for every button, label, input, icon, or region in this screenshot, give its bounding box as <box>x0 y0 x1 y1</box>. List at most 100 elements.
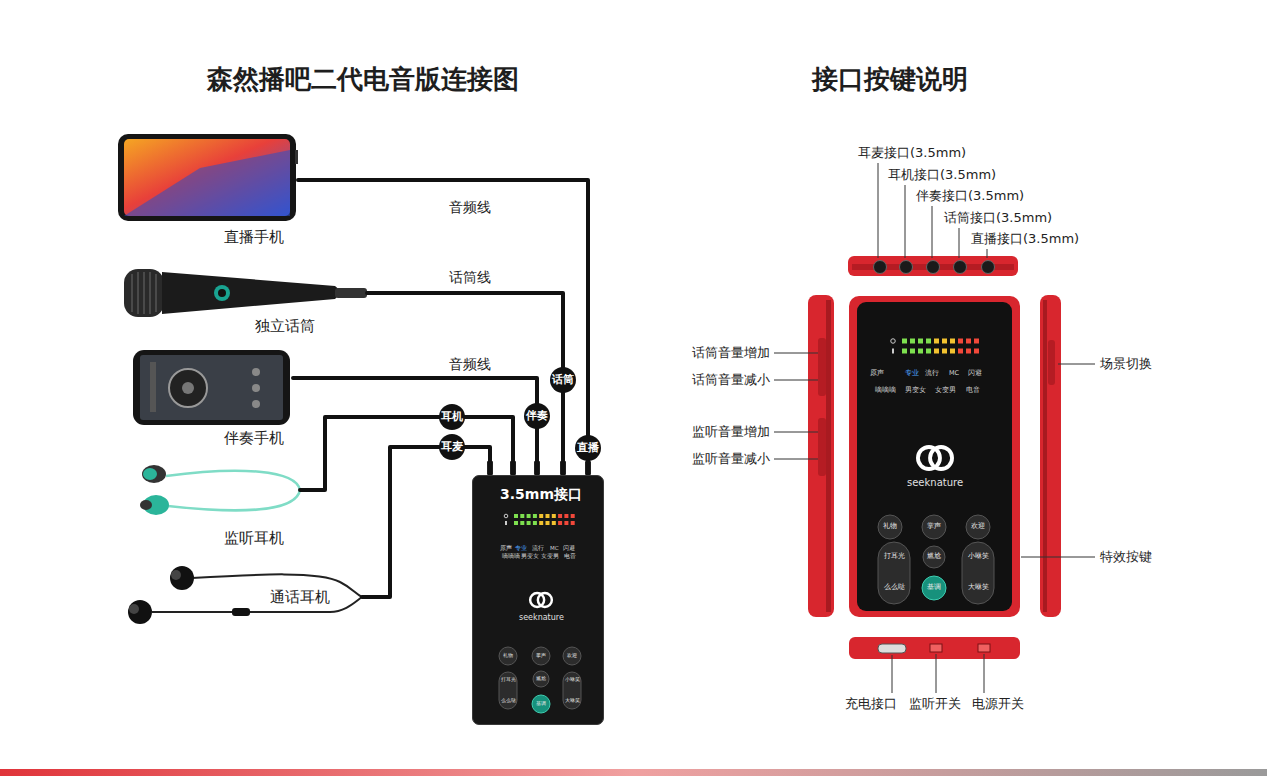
button-label: 礼物 <box>503 653 513 659</box>
button-label: 尴尬 <box>927 553 941 561</box>
mode-label: 闪避 <box>563 545 575 551</box>
live-phone <box>124 139 290 216</box>
mode-label: 原声 <box>500 545 512 551</box>
panel-controls <box>918 349 923 354</box>
panel-controls <box>571 514 575 518</box>
callout-label: 话筒音量增加 <box>692 345 770 361</box>
left-side-view <box>818 418 826 476</box>
panel-controls <box>546 521 550 525</box>
call-earphones <box>232 608 250 616</box>
panel-controls <box>857 302 1012 611</box>
device-label-box: 伴奏手机 <box>131 348 293 448</box>
callout-label: 特效按键 <box>1100 549 1152 565</box>
backing-phone <box>182 382 194 394</box>
panel-controls <box>499 647 517 665</box>
panel-controls <box>966 515 990 539</box>
callout-label: 监听音量减小 <box>692 451 770 467</box>
cable-label: 音频线 <box>446 356 494 373</box>
right-side-view <box>1040 295 1061 617</box>
live-phone <box>124 150 290 216</box>
leader-lines <box>1058 364 1095 365</box>
device-label-box: 监听耳机 <box>136 460 300 550</box>
call-earphones <box>171 570 181 580</box>
audio-cable <box>298 180 588 475</box>
callout-label: 场景切换 <box>1100 356 1152 372</box>
mode-label: 男变女 <box>905 387 926 394</box>
panel-controls <box>930 447 952 469</box>
audio-cable <box>362 447 490 597</box>
panel-controls <box>962 542 994 604</box>
plug-tag: 耳麦 <box>439 434 465 460</box>
leader-lines <box>932 206 933 258</box>
plug-tag: 伴奏 <box>524 403 550 429</box>
top-view <box>900 261 913 274</box>
panel-controls <box>520 521 524 525</box>
live-phone <box>118 134 298 221</box>
panel-controls <box>533 514 537 518</box>
callout-label: 耳机接口(3.5mm) <box>888 167 996 183</box>
panel-controls <box>942 349 947 354</box>
leader-lines <box>774 353 818 354</box>
monitor-earphones <box>142 465 166 483</box>
mode-label: 电音 <box>564 553 576 559</box>
panel-controls <box>563 647 581 665</box>
top-view <box>848 256 1018 276</box>
cable-label: 话筒线 <box>446 269 494 286</box>
panel-controls <box>918 339 923 344</box>
panel-controls <box>520 514 524 518</box>
panel-controls <box>958 339 963 344</box>
device-name: 伴奏手机 <box>224 429 284 447</box>
button-label: 么么哒 <box>501 698 516 704</box>
panel-controls <box>527 514 531 518</box>
mode-label: 专业 <box>905 370 919 377</box>
cable-label: 音频线 <box>446 199 494 216</box>
diagram-title: 森然播吧二代电音版连接图 <box>207 64 519 95</box>
panel-controls <box>532 647 550 665</box>
leader-lines <box>984 654 985 693</box>
panel-controls <box>546 514 550 518</box>
panel-controls <box>539 514 543 518</box>
panel-controls <box>922 576 946 600</box>
right-side-view <box>1043 300 1047 612</box>
microphone <box>124 269 164 317</box>
callout-label: 耳麦接口(3.5mm) <box>858 145 966 161</box>
panel-controls <box>571 521 575 525</box>
microphone <box>214 285 230 301</box>
panel-controls <box>849 296 1020 617</box>
device-name: 监听耳机 <box>224 529 284 547</box>
panel-controls <box>934 339 939 344</box>
panel-controls <box>499 672 517 709</box>
backing-phone <box>252 384 260 392</box>
callout-label: 伴奏接口(3.5mm) <box>916 188 1024 204</box>
button-label: 尴尬 <box>536 676 546 682</box>
panel-controls <box>950 339 955 344</box>
panel-controls <box>902 339 907 344</box>
button-label: 基调 <box>536 701 546 707</box>
left-side-view <box>826 300 831 612</box>
mode-label: 嘀嘀嘀 <box>875 387 896 394</box>
left-side-view <box>808 295 834 617</box>
backing-phone <box>133 350 290 425</box>
bottom-view <box>978 644 990 652</box>
microphone <box>124 269 367 317</box>
panel-controls <box>926 339 931 344</box>
button-label: 么么哒 <box>884 584 905 592</box>
backing-phone <box>133 350 290 425</box>
panel-controls <box>558 514 562 518</box>
callout-label: 直播接口(3.5mm) <box>971 231 1079 247</box>
leader-lines <box>774 459 818 460</box>
backing-phone <box>140 355 283 420</box>
button-label: 小咻笑 <box>968 553 989 561</box>
monitor-earphones <box>140 500 152 510</box>
button-label: 大咻笑 <box>565 698 580 704</box>
panel-controls <box>966 339 971 344</box>
mode-label: 嘀嘀嘀 <box>502 553 520 559</box>
mode-label: 流行 <box>925 370 939 377</box>
button-label: 掌声 <box>536 653 546 659</box>
microphone <box>132 272 156 314</box>
backing-phone <box>252 368 260 376</box>
mode-label: 闪避 <box>968 370 982 377</box>
